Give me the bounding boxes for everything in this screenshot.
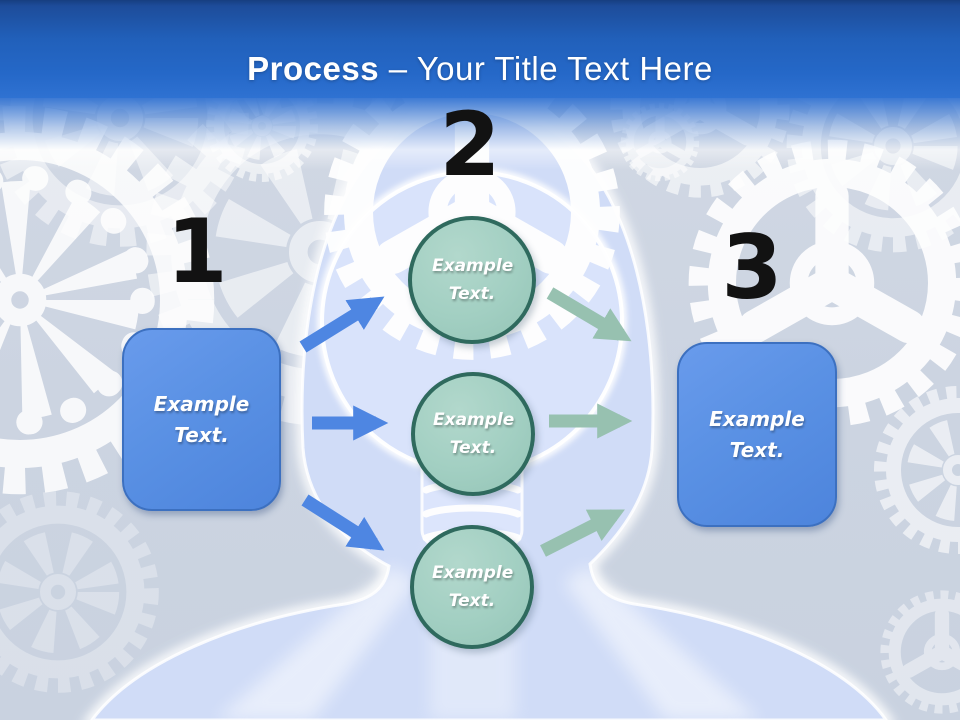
gear-icon: [0, 502, 148, 682]
process-box-3-label: Example Text.: [709, 406, 805, 462]
slide-header: [0, 0, 960, 98]
title-subtext: – Your Title Text Here: [379, 50, 713, 87]
process-box-1-label: Example Text.: [153, 391, 250, 447]
light-beam-right: [564, 566, 760, 720]
process-circle-middle[interactable]: Example Text.: [411, 372, 535, 496]
light-beam-left: [216, 566, 416, 720]
gear-icon: [883, 395, 960, 545]
process-circle-top-label: Example Text.: [432, 255, 514, 304]
process-circle-top[interactable]: Example Text.: [408, 216, 536, 344]
slide-title[interactable]: Process – Your Title Text Here: [0, 50, 960, 88]
title-keyword: Process: [247, 50, 380, 87]
process-circle-middle-label: Example Text.: [433, 409, 515, 458]
step-number-3[interactable]: 3: [721, 216, 783, 319]
step-number-1[interactable]: 1: [166, 200, 228, 303]
process-circle-bottom-label: Example Text.: [432, 562, 514, 611]
step-number-2[interactable]: 2: [439, 93, 501, 196]
process-box-1[interactable]: Example Text.: [122, 328, 281, 511]
gear-icon: [887, 597, 960, 707]
process-box-3[interactable]: Example Text.: [677, 342, 837, 527]
process-circle-bottom[interactable]: Example Text.: [410, 525, 534, 649]
